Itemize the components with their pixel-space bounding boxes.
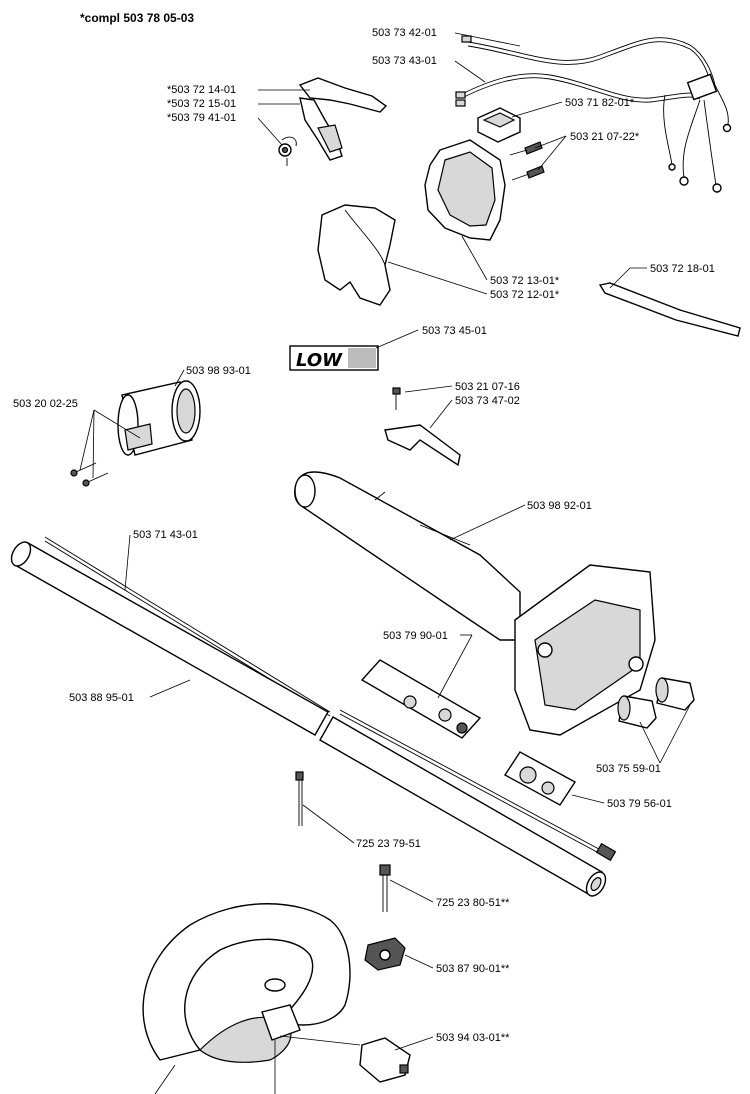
callout-503-72-18-01: 503 72 18-01 [650,263,715,275]
warning-decal-drawing [360,659,482,739]
low-logo-text: LOW [296,350,343,371]
callout-503-71-82-01: 503 71 82-01* [565,97,635,109]
callout-503-87-90-01: 503 87 90-01** [436,963,510,975]
tube-clamp-drawing [117,380,201,456]
bracket-screw-drawing [384,387,461,467]
callout-503-72-14-01: *503 72 14-01 [167,84,236,96]
callout-725-23-79-51: 725 23 79-51 [356,838,421,850]
callout-503-20-02-25: 503 20 02-25 [13,398,78,410]
callout-503-75-59-01: 503 75 59-01 [596,763,661,775]
callout-503-88-95-01: 503 88 95-01 [69,692,134,704]
end-caps-drawing [617,677,695,729]
loop-handle-drawing [142,903,351,1063]
knob-drawing [364,937,406,971]
callout-503-98-93-01: 503 98 93-01 [186,365,251,377]
leader-lines [79,32,691,1094]
bolts-drawing [295,771,391,912]
throttle-trigger-drawing [278,77,388,166]
callout-503-94-03-01: 503 94 03-01** [436,1032,510,1044]
shaft-housing-drawing [294,471,656,736]
callout-503-72-13-01: 503 72 13-01* [490,275,560,287]
callout-503-98-92-01: 503 98 92-01 [527,500,592,512]
kit-label: *compl 503 78 05-03 [80,11,194,25]
callout-503-79-90-01: 503 79 90-01 [383,630,448,642]
callout-503-72-15-01: *503 72 15-01 [167,98,236,110]
callout-labels: 503 73 42-01 503 73 43-01 *503 72 14-01 … [13,27,715,1044]
callout-503-71-43-01: 503 71 43-01 [133,529,198,541]
callout-503-21-07-22: 503 21 07-22* [570,131,640,143]
callout-503-21-07-16: 503 21 07-16 [455,381,520,393]
clamp-screws-drawing [70,462,109,487]
callout-503-73-47-02: 503 73 47-02 [455,395,520,407]
low-decal-drawing: LOW [289,345,379,371]
handle-clamp-drawing [359,1037,411,1083]
callout-725-23-80-51: 725 23 80-51** [436,897,510,909]
wiring-harness-drawing [455,35,732,193]
screws-drawing [509,141,545,181]
callout-503-79-56-01: 503 79 56-01 [607,798,672,810]
callout-503-72-12-01: 503 72 12-01* [490,289,560,301]
callout-503-79-41-01: *503 79 41-01 [167,112,236,124]
rod-drawing [598,282,741,337]
callout-503-73-42-01: 503 73 42-01 [372,27,437,39]
callout-503-73-43-01: 503 73 43-01 [372,55,437,67]
callout-503-73-45-01: 503 73 45-01 [422,325,487,337]
switch-drawing [477,107,521,143]
label-decal-drawing [504,751,576,806]
tube-drawing [10,541,607,897]
handle-housing-drawing [317,139,506,306]
